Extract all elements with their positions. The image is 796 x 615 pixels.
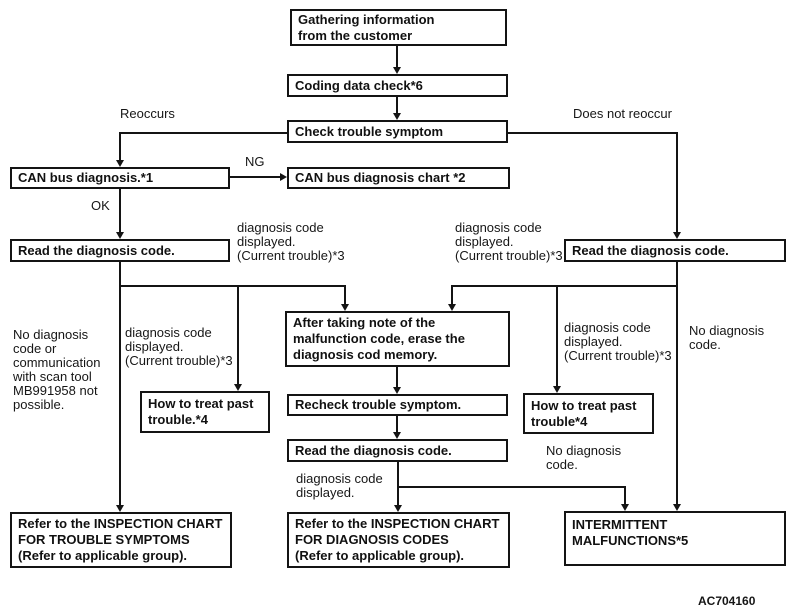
connector-line (119, 262, 121, 505)
connector-line (556, 286, 558, 386)
connector-line (397, 462, 399, 505)
arrowhead-down-icon (116, 160, 124, 167)
edge-label-reoccurs: Reoccurs (120, 106, 175, 121)
edge-label-no-diagnosis-code-or-communication: No diagnosis code or communication with … (13, 327, 101, 412)
edge-label-ng: NG (245, 154, 265, 169)
arrowhead-down-icon (393, 67, 401, 74)
edge-label-ok: OK (91, 198, 110, 213)
edge-label-diagnosis-code-displayed-mid-left: diagnosis code displayed. (Current troub… (125, 325, 233, 368)
node-intermittent-malfunctions: INTERMITTENT MALFUNCTIONS*5 (564, 511, 786, 566)
edge-label-no-diagnosis-code-right: No diagnosis code. (689, 323, 765, 352)
connector-line (451, 286, 453, 304)
node-read-diagnosis-code-middle: Read the diagnosis code. (287, 439, 508, 462)
node-recheck-trouble-symptom: Recheck trouble symptom. (287, 394, 508, 416)
arrowhead-down-icon (394, 505, 402, 512)
connector-line (119, 285, 346, 287)
arrowhead-down-icon (448, 304, 456, 311)
node-treat-past-trouble-left: How to treat past trouble.*4 (140, 391, 270, 433)
node-check-trouble-symptom: Check trouble symptom (287, 120, 508, 143)
connector-line (119, 132, 287, 134)
connector-line (230, 176, 280, 178)
node-refer-inspection-chart-diagnosis-codes: Refer to the INSPECTION CHART FOR DIAGNO… (287, 512, 510, 568)
arrowhead-down-icon (621, 504, 629, 511)
arrowhead-down-icon (116, 232, 124, 239)
connector-line (396, 416, 398, 432)
edge-label-diagnosis-code-displayed-top-left: diagnosis code displayed. (Current troub… (237, 220, 345, 263)
node-read-diagnosis-code-left: Read the diagnosis code. (10, 239, 230, 262)
connector-line (397, 486, 626, 488)
node-read-diagnosis-code-right: Read the diagnosis code. (564, 239, 786, 262)
arrowhead-down-icon (234, 384, 242, 391)
node-treat-past-trouble-right: How to treat past trouble*4 (523, 393, 654, 434)
arrowhead-down-icon (116, 505, 124, 512)
connector-line (119, 189, 121, 232)
arrowhead-down-icon (393, 432, 401, 439)
edge-label-does-not-reoccur: Does not reoccur (573, 106, 672, 121)
edge-label-no-diagnosis-code-middle: No diagnosis code. (546, 443, 622, 472)
node-gathering-information: Gathering information from the customer (290, 9, 507, 46)
arrowhead-down-icon (553, 386, 561, 393)
node-refer-inspection-chart-trouble-symptoms: Refer to the INSPECTION CHART FOR TROUBL… (10, 512, 232, 568)
node-coding-data-check: Coding data check*6 (287, 74, 508, 97)
edge-label-diagnosis-code-displayed-bottom: diagnosis code displayed. (296, 471, 383, 500)
connector-line (396, 46, 398, 67)
arrowhead-down-icon (673, 232, 681, 239)
figure-code: AC704160 (698, 594, 756, 608)
connector-line (676, 133, 678, 232)
edge-label-diagnosis-code-displayed-mid-right: diagnosis code displayed. (Current troub… (564, 320, 672, 363)
connector-line (676, 262, 678, 504)
connector-line (624, 487, 626, 504)
arrowhead-right-icon (280, 173, 287, 181)
connector-line (396, 367, 398, 387)
connector-line (344, 286, 346, 304)
node-erase-diagnosis-memory: After taking note of the malfunction cod… (285, 311, 510, 367)
node-can-bus-diagnosis: CAN bus diagnosis.*1 (10, 167, 230, 189)
edge-label-diagnosis-code-displayed-top-right: diagnosis code displayed. (Current troub… (455, 220, 563, 263)
connector-line (451, 285, 678, 287)
arrowhead-down-icon (393, 113, 401, 120)
connector-line (396, 96, 398, 113)
node-can-bus-diagnosis-chart: CAN bus diagnosis chart *2 (287, 167, 510, 189)
arrowhead-down-icon (341, 304, 349, 311)
arrowhead-down-icon (393, 387, 401, 394)
connector-line (508, 132, 678, 134)
connector-line (237, 286, 239, 384)
connector-line (119, 133, 121, 160)
arrowhead-down-icon (673, 504, 681, 511)
